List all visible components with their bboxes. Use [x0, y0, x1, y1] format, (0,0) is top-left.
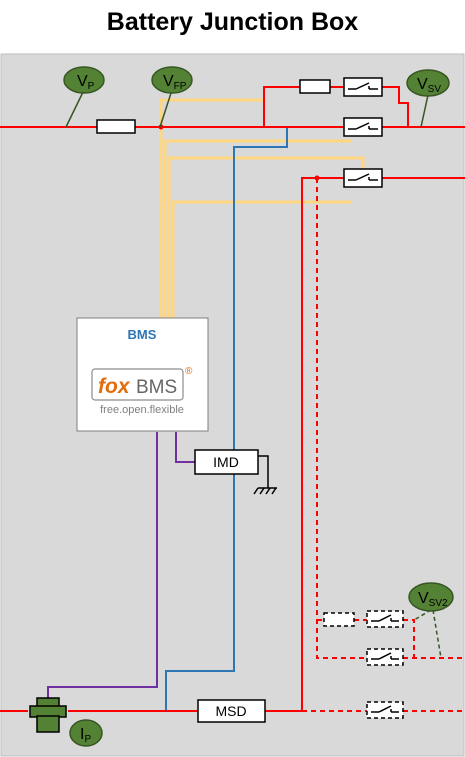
- probe-vsv2-sub: SV2: [429, 598, 448, 609]
- vp-lead: [65, 89, 85, 128]
- vsv2-lead-2: [413, 609, 432, 621]
- msd-module: MSD: [197, 699, 266, 723]
- probe-vfp-sub: FP: [174, 81, 187, 92]
- foxbms-logo-fox: fox: [98, 375, 131, 398]
- foxbms-logo-registered: ®: [185, 366, 193, 377]
- probe-ip-sub: P: [84, 734, 91, 745]
- msd-label: MSD: [215, 703, 246, 719]
- main-positive-contactor: [343, 117, 383, 137]
- vsv-lead: [420, 94, 429, 128]
- foxbms-logo-bms: BMS: [136, 377, 177, 398]
- dashed-vertical: [316, 178, 369, 659]
- svg-text:VFP: VFP: [163, 73, 187, 92]
- probe-vfp-main: V: [163, 73, 174, 90]
- imd-module: IMD: [194, 449, 259, 475]
- probe-vsv: VSV: [406, 69, 450, 97]
- imd-sense-wire: [165, 127, 288, 711]
- sense-wire-2: [163, 139, 351, 318]
- precharge-contactor: [343, 77, 383, 97]
- bms-label: BMS: [128, 327, 157, 342]
- main-fuse: [96, 119, 136, 134]
- diagram-title: Battery Junction Box: [106, 8, 359, 36]
- probe-vp: VP: [63, 66, 105, 94]
- bms-module: BMS fox BMS ® free.open.flexible: [76, 317, 209, 432]
- precharge-resistor: [299, 79, 331, 94]
- svg-text:IP: IP: [80, 726, 91, 745]
- probe-vsv2-main: V: [418, 590, 429, 607]
- optional-contactor-3: [366, 701, 404, 719]
- imd-link-wire: [175, 432, 195, 463]
- hv-wiring: [0, 86, 465, 712]
- foxbms-tagline: free.open.flexible: [100, 404, 184, 416]
- probe-vsv-sub: SV: [428, 84, 442, 95]
- hv-dashed-wiring: [302, 178, 465, 712]
- vfp-lead: [159, 89, 173, 128]
- svg-text:VP: VP: [77, 73, 95, 92]
- probe-vfp: VFP: [151, 66, 193, 94]
- current-sensor-wire: [47, 432, 158, 705]
- current-sensor: [29, 697, 67, 733]
- ground-icon: [253, 455, 277, 495]
- probe-vsv2: VSV2: [408, 582, 454, 612]
- probe-vp-sub: P: [88, 81, 95, 92]
- foxbms-logo-frame: [91, 368, 184, 401]
- probe-vp-main: V: [77, 73, 88, 90]
- hv-secondary-vertical: [301, 177, 344, 711]
- probe-ip: IP: [69, 719, 103, 747]
- precharge-branch-3: [382, 86, 409, 127]
- precharge-branch: [263, 86, 300, 127]
- imd-label: IMD: [213, 454, 239, 470]
- vsv2-lead: [432, 609, 442, 659]
- probe-ip-main: I: [80, 726, 84, 743]
- secondary-contactor: [343, 168, 383, 188]
- junction-dot: [314, 175, 320, 181]
- optional-resistor: [323, 612, 355, 627]
- dashed-branch-top-3: [403, 619, 415, 658]
- optional-contactor-1: [366, 610, 404, 628]
- svg-text:VSV: VSV: [417, 76, 441, 95]
- sense-wire-4: [171, 200, 351, 318]
- optional-contactor-2: [366, 648, 404, 666]
- sense-wire-1: [159, 98, 263, 318]
- svg-text:VSV2: VSV2: [418, 590, 448, 609]
- probe-vsv-main: V: [417, 76, 428, 93]
- probe-leads: [65, 89, 429, 128]
